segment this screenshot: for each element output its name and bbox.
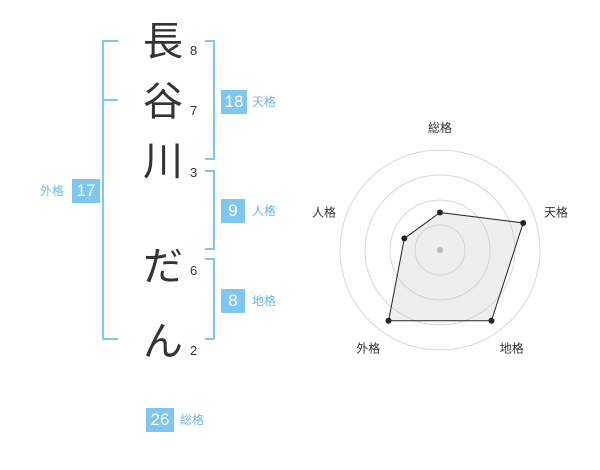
radar-point-0 — [437, 209, 443, 216]
radar-point-3 — [385, 317, 392, 324]
tenkaku-value: 18 — [221, 90, 247, 114]
stroke-count-1: 8 — [190, 43, 198, 58]
gaikaku-label: 外格 — [40, 184, 65, 198]
radar-axis-label-4: 人格 — [312, 204, 336, 219]
radar-point-1 — [520, 219, 527, 226]
jinkaku-bracket — [205, 170, 215, 250]
radar-ring-4 — [339, 149, 541, 351]
radar-center-dot — [437, 247, 443, 253]
chikaku-value: 8 — [221, 289, 245, 313]
chikaku-bracket — [205, 258, 215, 340]
name-char-2: 谷 — [143, 79, 183, 125]
name-char-1: 長 — [143, 19, 183, 65]
name-char-5: ん — [143, 319, 183, 365]
radar-rings — [339, 149, 541, 351]
jinkaku-value: 9 — [221, 199, 245, 223]
chikaku-label: 地格 — [252, 294, 277, 308]
radar-axis-label-2: 地格 — [500, 341, 524, 356]
radar-axis-label-1: 天格 — [544, 204, 568, 219]
gaikaku-bracket — [102, 40, 118, 340]
stroke-count-5: 2 — [190, 343, 198, 358]
radar-axis-label-0: 総格 — [428, 120, 452, 135]
radar-ring-3 — [364, 174, 516, 326]
stroke-count-4: 6 — [190, 263, 198, 278]
stroke-count-2: 7 — [190, 103, 198, 118]
name-char-4: だ — [143, 244, 183, 290]
radar-ring-2 — [389, 199, 491, 301]
name-char-3: 川 — [143, 139, 183, 185]
soukaku-label: 総格 — [180, 413, 205, 427]
gaikaku-value: 17 — [72, 179, 100, 203]
radar-axis-label-3: 外格 — [356, 341, 380, 356]
radar-ring-1 — [414, 224, 466, 276]
radar-polygon — [387, 211, 524, 322]
radar-point-4 — [401, 235, 408, 242]
jinkaku-label: 人格 — [252, 204, 277, 218]
stroke-count-3: 3 — [190, 165, 198, 180]
radar-points — [385, 209, 527, 324]
tenkaku-label: 天格 — [252, 95, 277, 109]
tenkaku-bracket — [205, 40, 215, 160]
radar-point-2 — [488, 317, 495, 324]
soukaku-value: 26 — [146, 408, 174, 432]
